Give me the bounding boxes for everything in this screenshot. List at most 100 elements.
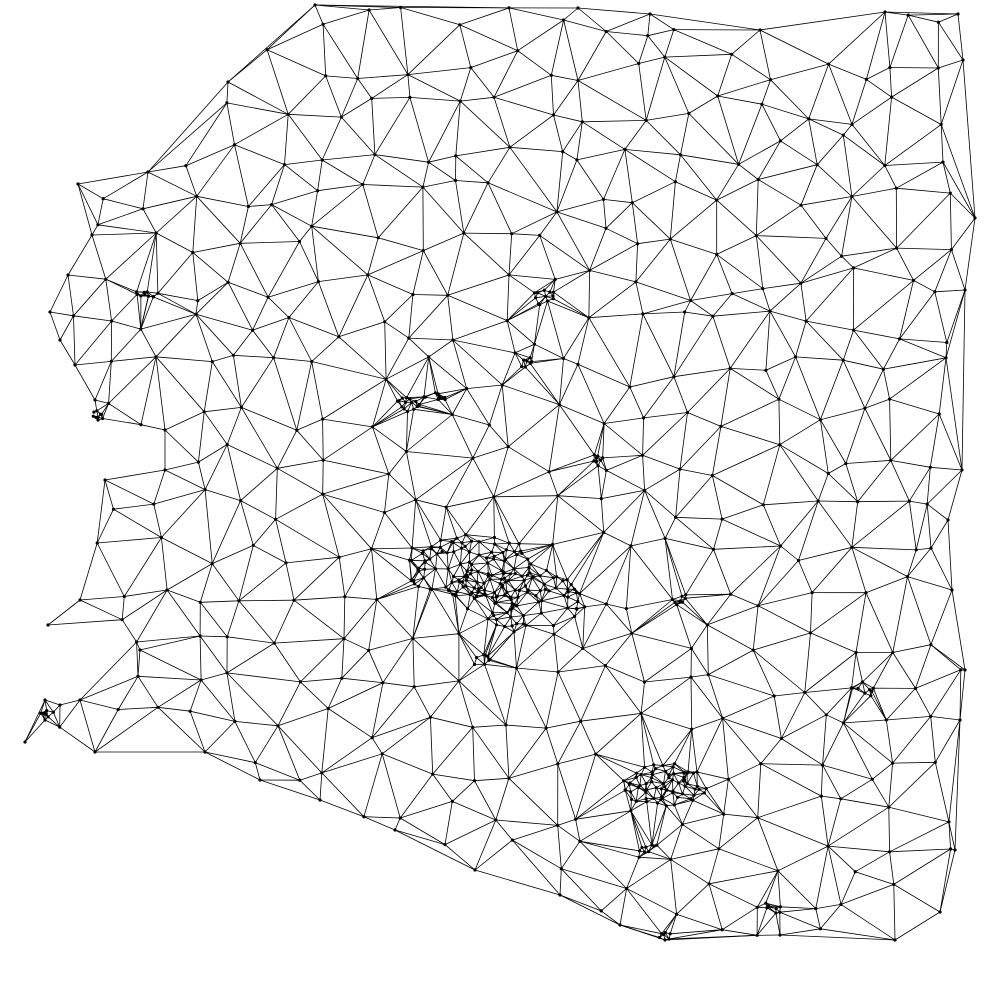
mesh-edge	[664, 779, 673, 787]
mesh-edge	[938, 59, 964, 69]
mesh-edge	[371, 548, 378, 600]
mesh-edge	[815, 908, 821, 929]
mesh-edge	[136, 589, 168, 643]
mesh-edge	[204, 444, 228, 490]
mesh-edge	[285, 562, 295, 601]
mesh-edge	[523, 601, 539, 616]
mesh-edge	[493, 97, 511, 148]
mesh-edge	[487, 626, 506, 657]
mesh-node	[295, 428, 299, 432]
mesh-edge	[670, 238, 717, 255]
mesh-edge	[317, 184, 363, 192]
mesh-node	[93, 398, 97, 402]
mesh-edge	[455, 595, 468, 610]
mesh-edge	[738, 140, 781, 165]
mesh-node	[339, 115, 343, 119]
mesh-node	[96, 415, 100, 419]
mesh-edge	[934, 762, 950, 822]
mesh-node	[528, 361, 532, 365]
mesh-edge	[642, 454, 681, 470]
mesh-edge	[195, 300, 199, 315]
mesh-edge	[638, 56, 665, 64]
mesh-node	[514, 666, 519, 670]
mesh-edge	[406, 414, 453, 452]
mesh-edge	[455, 180, 489, 184]
mesh-node	[839, 797, 843, 801]
mesh-edge	[504, 560, 515, 570]
mesh-node	[43, 698, 47, 702]
mesh-edge	[466, 388, 490, 426]
mesh-edge	[937, 67, 942, 125]
mesh-edge	[696, 718, 723, 773]
mesh-edge	[722, 717, 782, 739]
mesh-edge	[488, 384, 503, 426]
mesh-edge	[67, 234, 93, 276]
mesh-edge	[532, 577, 545, 585]
mesh-node	[443, 843, 447, 847]
mesh-edge	[363, 753, 383, 817]
mesh-edge	[757, 140, 781, 180]
mesh-edge	[525, 624, 555, 635]
mesh-node	[517, 588, 521, 593]
mesh-edge	[673, 773, 679, 784]
mesh-node	[729, 592, 733, 596]
mesh-node	[427, 355, 431, 359]
mesh-node	[594, 456, 599, 460]
mesh-edge	[142, 171, 149, 209]
mesh-edge	[460, 551, 470, 565]
mesh-node	[66, 273, 70, 277]
mesh-edge	[414, 680, 459, 688]
mesh-node	[400, 396, 404, 400]
mesh-edge	[445, 506, 467, 535]
mesh-edge	[461, 540, 472, 544]
mesh-edge	[557, 753, 596, 765]
mesh-edge	[851, 652, 857, 688]
mesh-edge	[948, 821, 956, 851]
mesh-node	[720, 928, 724, 932]
mesh-edge	[706, 778, 729, 789]
mesh-edge	[311, 225, 379, 239]
mesh-node	[778, 910, 782, 914]
mesh-node	[196, 299, 200, 303]
mesh-node	[76, 182, 80, 186]
mesh-edge	[795, 320, 807, 358]
mesh-edge	[487, 182, 558, 213]
mesh-edge	[687, 368, 731, 413]
mesh-edge	[487, 618, 497, 626]
mesh-edge	[77, 183, 93, 236]
mesh-edge	[140, 356, 157, 425]
mesh-node	[716, 94, 720, 98]
mesh-node	[655, 843, 659, 847]
mesh-edge	[447, 232, 465, 296]
mesh-edge	[692, 792, 705, 801]
mesh-node	[191, 250, 195, 255]
mesh-node	[623, 147, 627, 151]
mesh-node	[510, 624, 514, 628]
mesh-edge	[460, 563, 468, 572]
mesh-edge	[642, 313, 675, 377]
mesh-edge	[108, 403, 142, 426]
mesh-edge	[415, 499, 432, 547]
mesh-edge	[642, 300, 691, 315]
mesh-edge	[574, 606, 585, 617]
mesh-edge	[474, 777, 509, 782]
mesh-edge	[626, 888, 662, 934]
mesh-edge	[765, 356, 796, 371]
mesh-node	[491, 557, 496, 561]
mesh-edge	[575, 789, 626, 820]
mesh-edge	[530, 544, 553, 565]
mesh-node	[486, 617, 490, 621]
mesh-node	[198, 600, 202, 604]
mesh-edge	[690, 676, 723, 719]
mesh-edge	[655, 768, 666, 772]
mesh-node	[682, 778, 687, 782]
mesh-edge	[59, 699, 81, 728]
mesh-edge	[483, 618, 489, 655]
mesh-node	[298, 680, 302, 684]
mesh-edge	[200, 672, 228, 681]
mesh-edge	[512, 607, 524, 616]
mesh-edge	[630, 810, 647, 848]
mesh-edge	[314, 4, 324, 25]
mesh-edge	[113, 508, 162, 538]
mesh-edge	[368, 650, 384, 683]
